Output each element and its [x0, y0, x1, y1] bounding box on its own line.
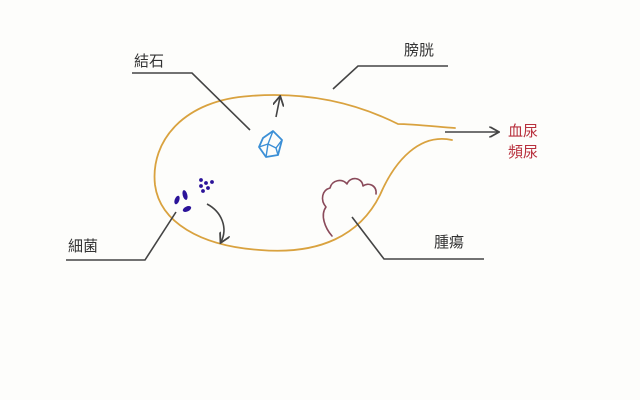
tumor-growth-icon — [321, 177, 377, 237]
symptom-label-frequent-urination: 頻尿 — [508, 143, 538, 161]
bladder-outline — [153, 94, 456, 252]
crystal-stone-icon — [258, 130, 283, 158]
bacteria-leader-line — [66, 211, 177, 261]
bladder-leader-line — [332, 65, 448, 90]
bacteria-label: 細菌 — [68, 237, 98, 255]
stone-movement-arrow — [276, 97, 280, 118]
stone-leader-line — [132, 72, 251, 131]
symptom-label-hematuria: 血尿 — [508, 122, 538, 140]
bacteria-cluster-icon — [174, 178, 214, 212]
tumor-label: 腫瘍 — [434, 233, 464, 251]
stone-label: 結石 — [134, 52, 164, 70]
tumor-leader-line — [351, 216, 484, 260]
bladder-label: 膀胱 — [404, 41, 434, 59]
bacteria-spread-arrow — [206, 203, 224, 242]
